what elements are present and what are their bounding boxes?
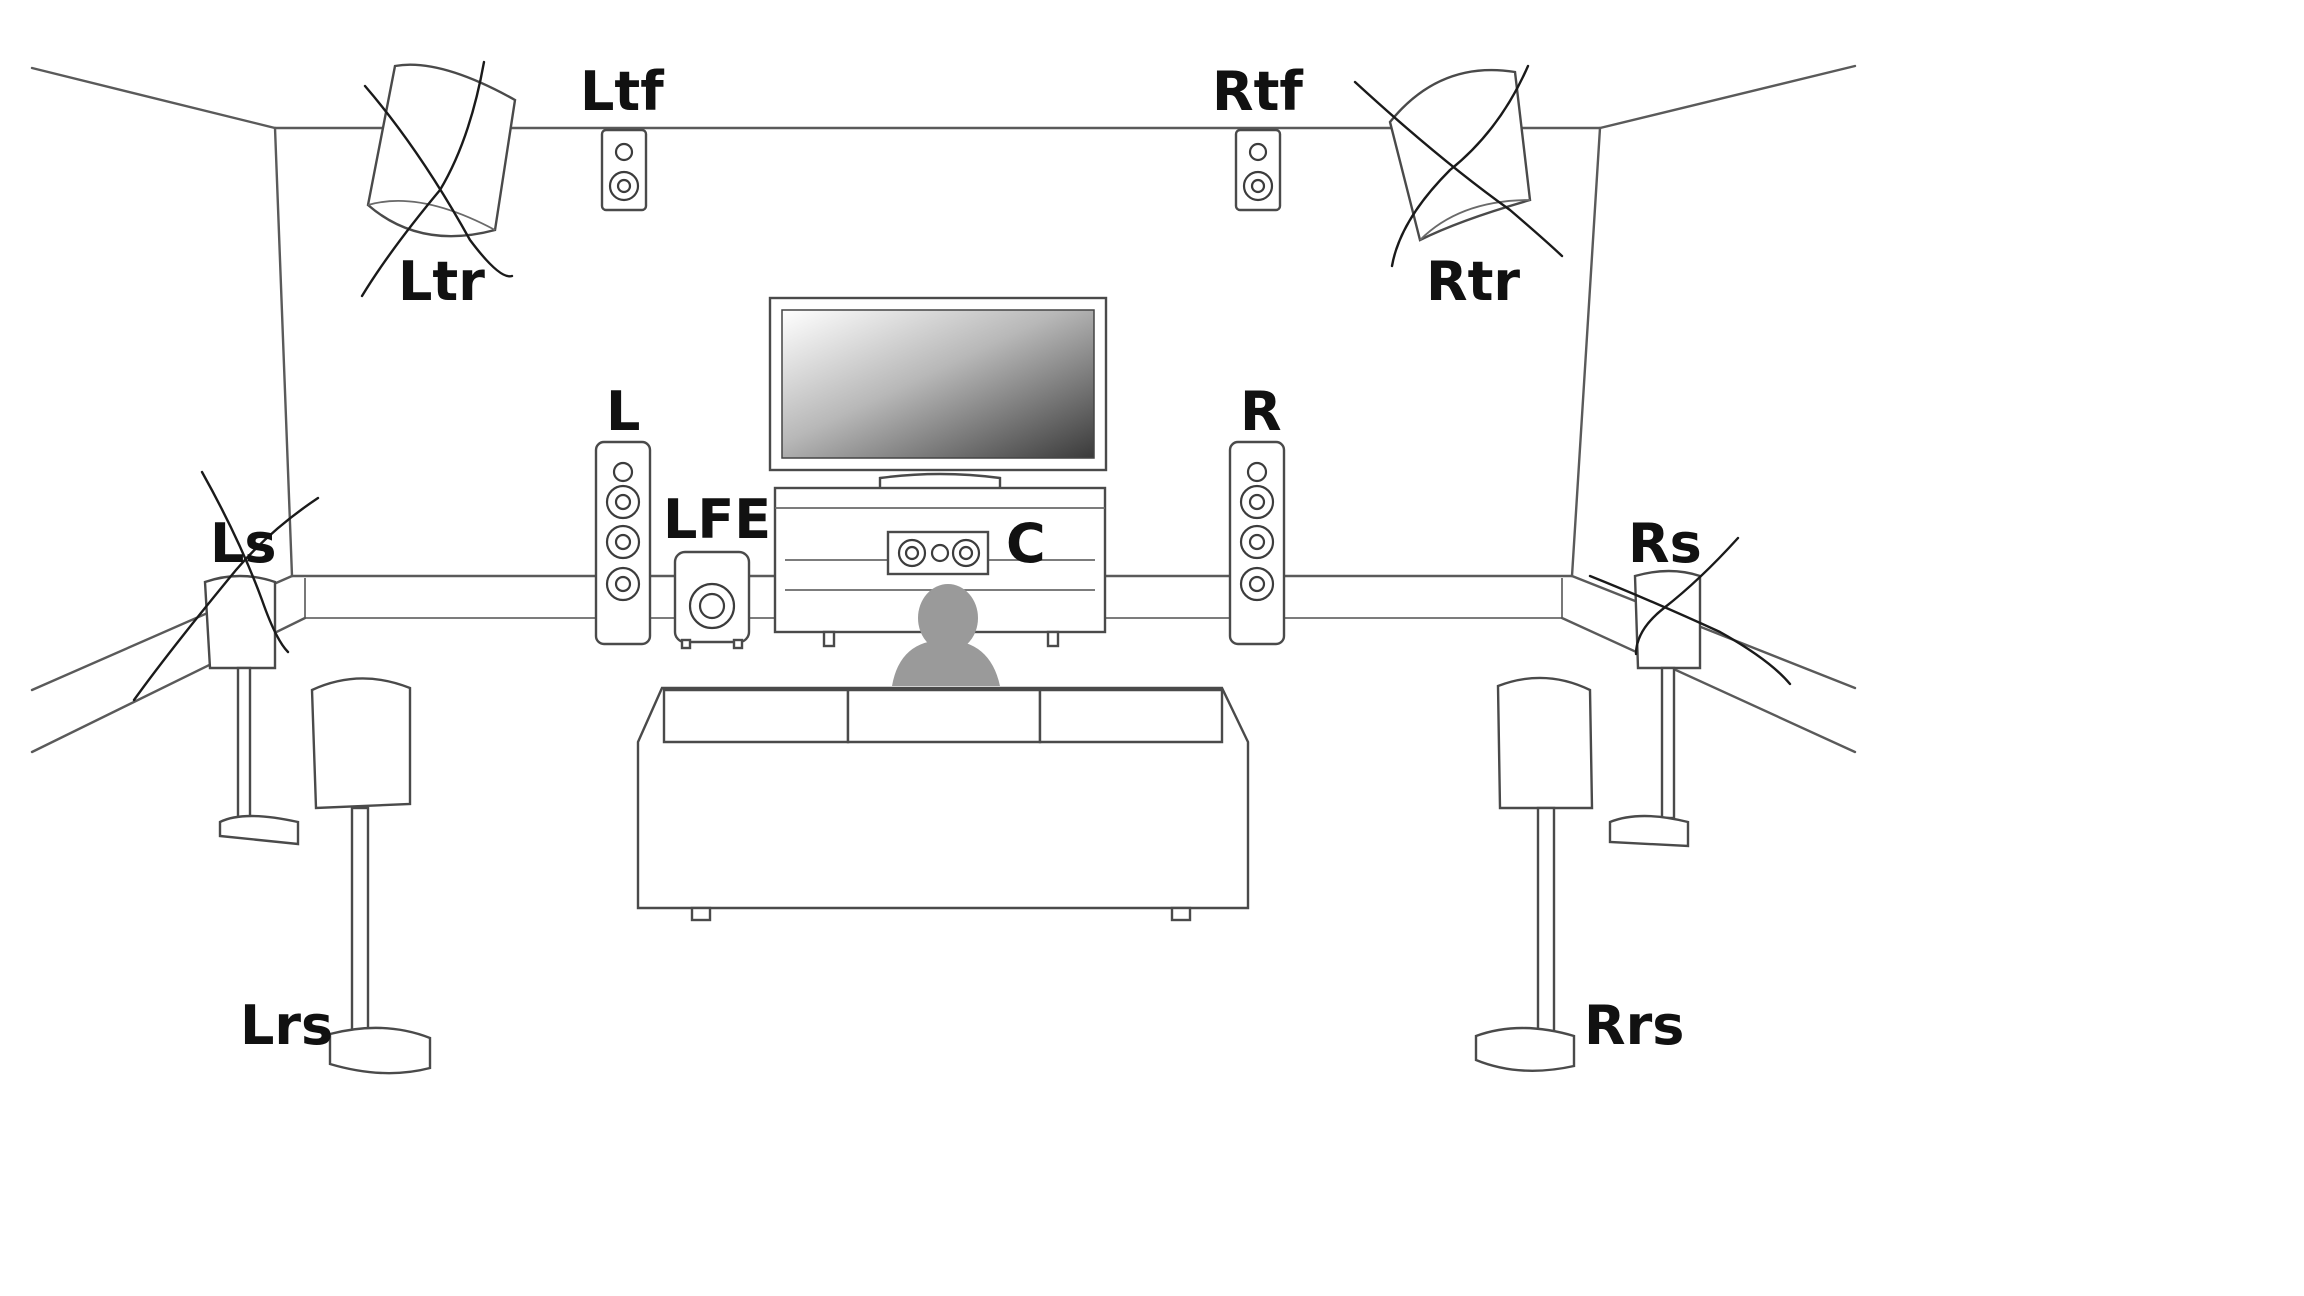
left-tower-speaker-icon <box>594 440 652 646</box>
label-ls: Ls <box>210 512 277 575</box>
label-c: C <box>1006 512 1046 575</box>
label-rtf: Rtf <box>1212 60 1303 123</box>
rrs-speaker-icon <box>1474 676 1594 1072</box>
subwoofer-icon <box>673 550 751 650</box>
listener-icon <box>892 584 1000 686</box>
crossed-out-marks <box>132 60 1792 702</box>
label-rtr: Rtr <box>1426 250 1520 313</box>
ltr-speaker-icon <box>366 63 517 238</box>
label-lfe: LFE <box>663 488 771 551</box>
sofa-icon <box>636 686 1250 922</box>
label-lrs: Lrs <box>240 994 333 1057</box>
label-r: R <box>1240 380 1282 443</box>
label-rrs: Rrs <box>1584 994 1684 1057</box>
tv-icon <box>768 296 1108 494</box>
lrs-speaker-icon <box>310 677 432 1075</box>
ls-speaker-icon <box>203 574 300 846</box>
rs-speaker-icon <box>1608 569 1702 848</box>
right-tower-speaker-icon <box>1228 440 1286 646</box>
label-l: L <box>606 380 640 443</box>
rtr-speaker-icon <box>1388 68 1532 242</box>
center-speaker-icon <box>886 530 990 576</box>
label-ltf: Ltf <box>580 60 664 123</box>
rtf-speaker-icon <box>1234 128 1282 212</box>
label-rs: Rs <box>1628 512 1702 575</box>
label-ltr: Ltr <box>398 250 485 313</box>
ltf-speaker-icon <box>600 128 648 212</box>
